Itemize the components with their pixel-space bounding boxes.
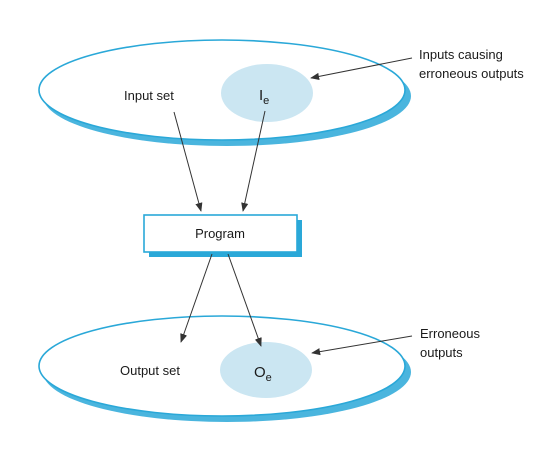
- input-set-label: Input set: [124, 88, 174, 103]
- arrow-callout-to-ie: [310, 57, 413, 80]
- ie-label: Ie: [259, 87, 269, 107]
- erroneous-outputs-label-line1: Erroneous: [420, 326, 480, 341]
- inputs-causing-label-line2: erroneous outputs: [419, 66, 524, 81]
- arrow-ie-to-program: [241, 110, 266, 212]
- program-box: [143, 214, 298, 253]
- oe-bubble: [220, 342, 312, 398]
- erroneous-outputs-label-line2: outputs: [420, 345, 463, 360]
- arrow-program-to-output-set: [180, 253, 213, 343]
- arrow-input-set-to-program: [173, 111, 203, 212]
- arrow-program-to-oe: [227, 253, 262, 347]
- oe-label: Oe: [254, 364, 272, 384]
- program-label: Program: [195, 226, 245, 241]
- ie-bubble: [221, 64, 313, 122]
- arrow-callout-to-oe: [311, 335, 413, 356]
- inputs-causing-label-line1: Inputs causing: [419, 47, 503, 62]
- program-box-group: [143, 214, 302, 257]
- output-set-label: Output set: [120, 363, 180, 378]
